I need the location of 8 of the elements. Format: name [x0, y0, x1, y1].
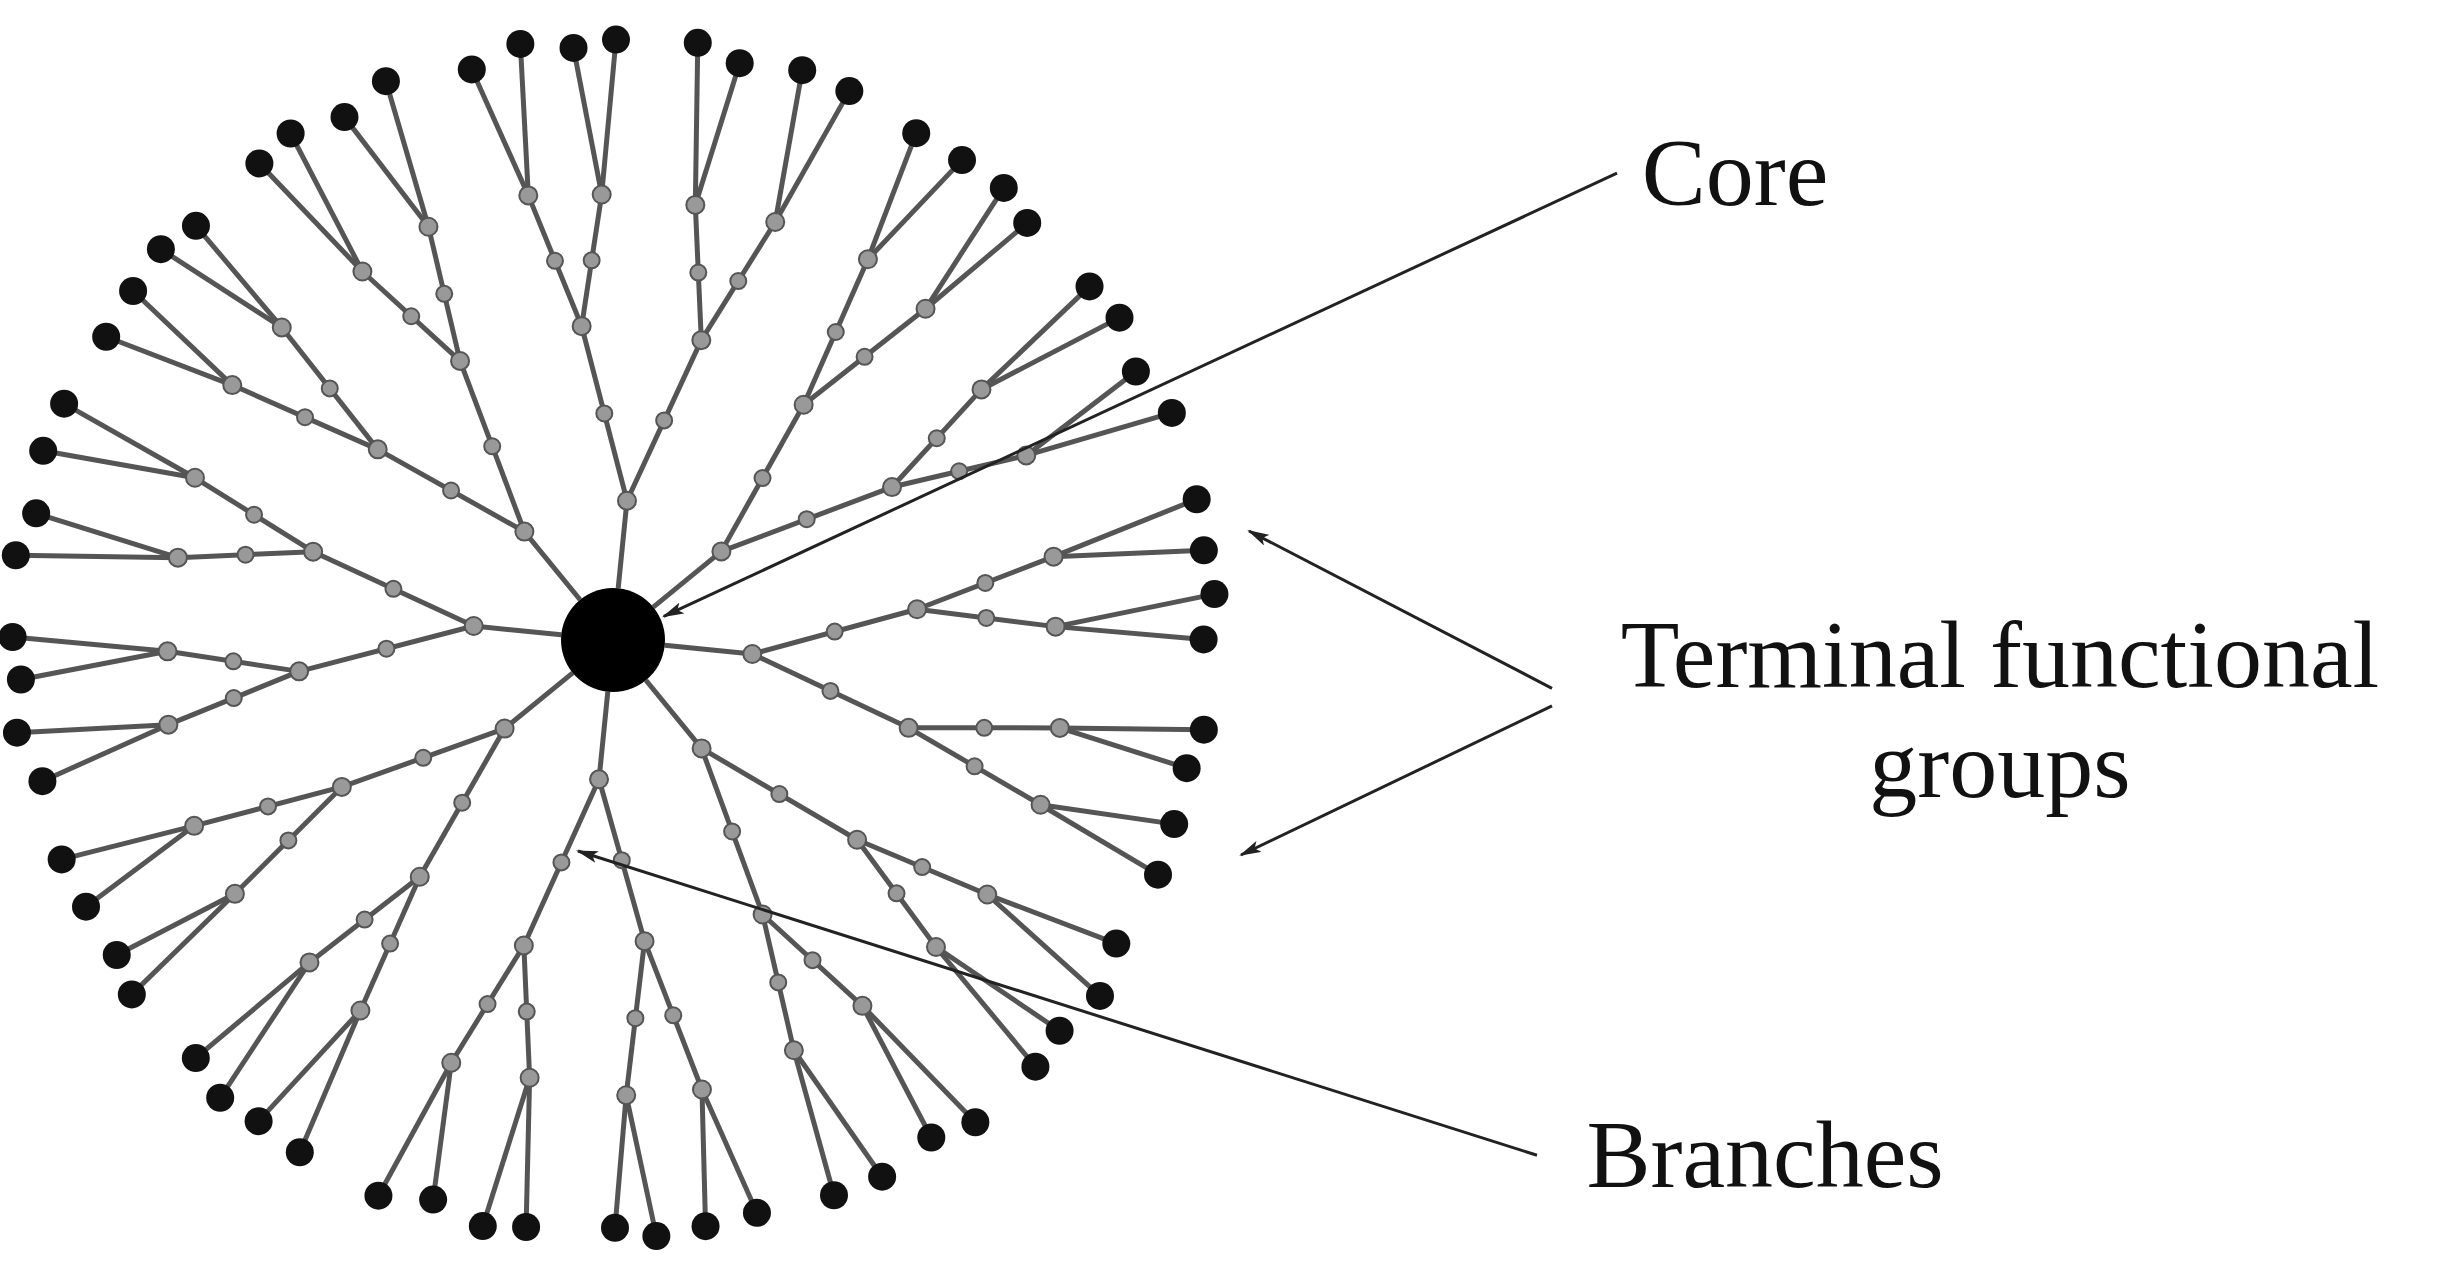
callout-label: Branches	[1545, 1100, 1985, 1211]
leader-line	[1239, 704, 1553, 857]
callout-label: Core	[1625, 118, 1845, 229]
core-circle	[561, 588, 665, 692]
leader-line	[661, 171, 1618, 618]
callout-label: Terminal functional groups	[1560, 600, 2440, 821]
leader-line	[576, 849, 1538, 1157]
leader-line	[1247, 529, 1553, 690]
